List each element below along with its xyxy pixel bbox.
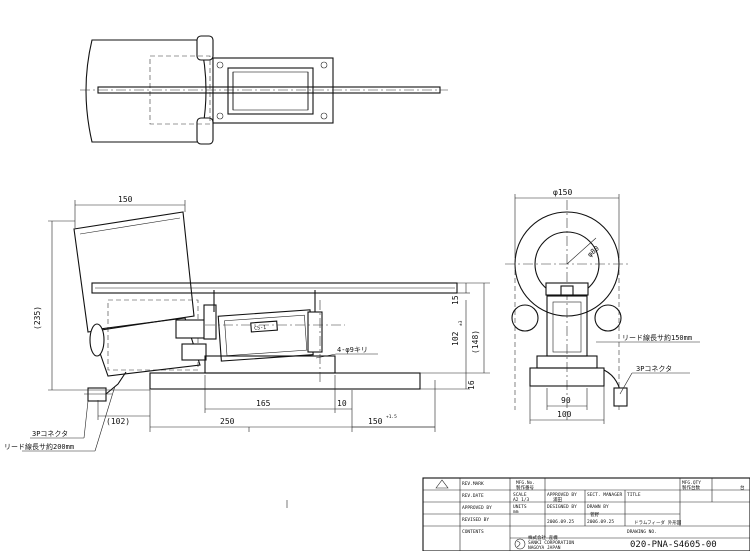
tb-mfg-qty-jp: 製作台数 — [682, 484, 700, 491]
callout-connector-right: 3Pコネクタ — [636, 364, 672, 373]
tb-company-en: SANKI CORPORATION — [528, 540, 574, 546]
dim-235: (235) — [33, 306, 42, 330]
dimension-lines — [22, 194, 700, 452]
tb-approved-header: APPROVED BY — [462, 505, 492, 511]
tb-units-label: UNITS — [513, 504, 527, 510]
dim-165: 165 — [256, 399, 271, 408]
callout-lead-left: リード線長サ約200mm — [4, 442, 74, 451]
tb-company-loc: NAGOYA JAPAN — [528, 545, 561, 551]
dim-phi150: φ150 — [553, 188, 572, 197]
tb-mfg-qty-label: MFG.QTY — [682, 480, 701, 486]
end-base — [529, 367, 605, 387]
front-drum-hopper — [73, 211, 195, 333]
dim-150-bottom: 150 — [368, 417, 383, 426]
tb-mfg-no-jp: 製作番号 — [516, 484, 534, 491]
dim-100: 100 — [557, 410, 572, 419]
callout-lead-right: リード線長サ約150mm — [622, 333, 692, 342]
top-drum-flange-lower — [196, 117, 214, 145]
dim-148: (148) — [471, 330, 480, 354]
dim-90: 90 — [561, 396, 571, 405]
tb-rev-mark: REV.MARK — [462, 481, 484, 487]
tb-contents-header: CONTENTS — [462, 529, 484, 535]
tb-title-label: TITLE — [627, 492, 641, 498]
tb-unit-jp: 台 — [740, 484, 745, 491]
dim-102: (102) — [106, 417, 130, 426]
tb-drawing-no-value: 020-PNA-S4605-00 — [630, 540, 717, 550]
tb-scale-value: A2 1/3 — [513, 497, 530, 503]
top-vibrator — [227, 67, 314, 115]
left-connector — [87, 387, 107, 402]
tb-mgr-label: SECT. MANAGER — [587, 492, 623, 498]
dim-15: 15 — [451, 295, 460, 305]
tb-designed-label: DESIGNED BY — [547, 504, 577, 510]
tb-rev-date: REV.DATE — [462, 493, 484, 499]
front-view: CS-1 — [73, 211, 458, 402]
callout-connector-left: 3Pコネクタ — [32, 429, 68, 438]
top-base-plate — [212, 57, 334, 124]
tb-scale-label: SCALE — [513, 492, 527, 498]
top-drum-flange-upper — [196, 35, 214, 61]
front-vibrator-box — [217, 309, 314, 362]
dim-102-tolerance: ±3 — [458, 320, 464, 326]
cs-plate — [250, 320, 278, 333]
dimension-labels: 150 (235) (102) 250 165 10 150 +1.5 16 1… — [33, 188, 601, 426]
top-drum-body — [85, 39, 207, 143]
title-block: REV.MARK REV.DATE APPROVED BY REVISED BY… — [422, 477, 750, 551]
callouts: 3Pコネクタ リード線長サ約200mm リード線長サ約150mm 3Pコネクタ — [4, 333, 692, 451]
dim-16: 16 — [467, 380, 476, 390]
end-view — [505, 200, 630, 420]
tb-drawn-name: 菅野 — [590, 511, 599, 518]
tb-mfg-no-label: MFG.No. — [516, 480, 535, 486]
dim-150-top: 150 — [118, 195, 133, 204]
label-screw-holes: 4-φ9キリ — [337, 346, 368, 354]
front-motor — [91, 317, 201, 377]
front-mount-block — [204, 355, 336, 374]
tb-units-value: mm — [513, 510, 519, 515]
dim-102-vertical: 102 — [451, 331, 460, 346]
dim-150-tolerance: +1.5 — [386, 414, 397, 420]
tb-title-value: ドラムフィーダ 外形図 — [634, 519, 682, 526]
end-flange-right — [594, 304, 622, 332]
dim-250: 250 — [220, 417, 235, 426]
company-logo-icon — [514, 538, 526, 550]
tb-approved-by-label: APPROVED BY — [547, 492, 577, 498]
front-motor-endcap — [89, 323, 105, 357]
tb-company-jp: 株式会社 産機 — [528, 534, 558, 541]
tb-designed-date: 2006.09.25 — [547, 519, 574, 525]
right-connector — [613, 387, 628, 407]
dim-10: 10 — [337, 399, 347, 408]
tb-revised-header: REVISED BY — [462, 517, 489, 523]
tb-approved-by-name: 浦田 — [553, 496, 562, 503]
tb-drawn-label: DRAWN BY — [587, 504, 609, 510]
front-trough — [91, 282, 458, 294]
end-flange-left — [511, 304, 539, 332]
front-coupling — [175, 319, 207, 339]
front-base — [149, 372, 421, 390]
tb-drawing-no-label: DRAWING NO. — [627, 529, 657, 535]
top-view — [80, 35, 448, 145]
tb-drawn-date: 2006.09.25 — [587, 519, 614, 525]
cs-label: CS-1 — [254, 325, 266, 332]
